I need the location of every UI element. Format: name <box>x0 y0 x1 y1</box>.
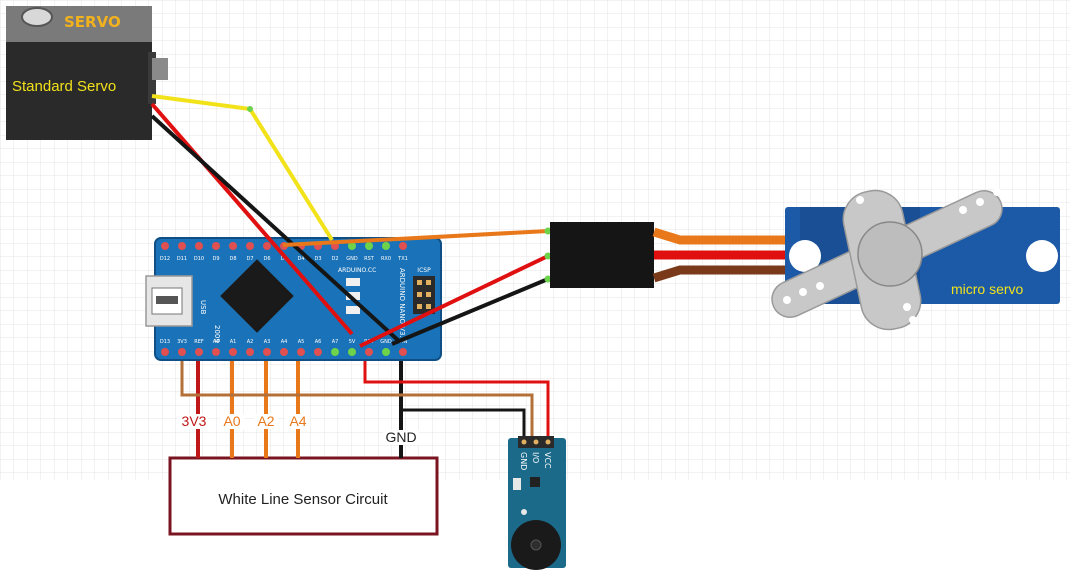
wire-label-gnd: GND <box>385 429 416 445</box>
top-pin <box>365 242 373 250</box>
top-pin <box>263 242 271 250</box>
top-pin <box>348 242 356 250</box>
top-pin-label: D10 <box>194 256 204 262</box>
sensor-wires <box>196 346 403 458</box>
standard-servo-label: Standard Servo <box>12 78 116 95</box>
servo-wires <box>150 94 552 348</box>
bottom-pin-label: REF <box>194 339 204 345</box>
top-pin <box>229 242 237 250</box>
bottom-pin-label: A2 <box>247 339 254 345</box>
bottom-pin-label: A3 <box>264 339 271 345</box>
bottom-pin <box>212 348 220 356</box>
mount-hole <box>1026 240 1058 272</box>
bottom-pin-label: A4 <box>281 339 288 345</box>
arduino-bottom-header <box>161 348 407 356</box>
standard-servo-brand: SERVO <box>64 13 121 31</box>
bottom-pin <box>314 348 322 356</box>
sensor-box-label: White Line Sensor Circuit <box>218 491 388 508</box>
wire-label-a4: A4 <box>289 413 306 429</box>
bottom-pin <box>382 348 390 356</box>
bottom-pin <box>331 348 339 356</box>
model-label: ARDUINO NANO V3.0 <box>398 268 406 342</box>
top-pin <box>246 242 254 250</box>
standard-servo: SERVO Standard Servo <box>6 6 168 140</box>
top-pin <box>161 242 169 250</box>
usb-label: USB <box>199 300 207 315</box>
top-pin-label: D9 <box>212 256 219 262</box>
bottom-pin-label: A6 <box>315 339 322 345</box>
bottom-pin-label: GND <box>380 339 392 345</box>
top-pin-label: D5 <box>280 256 287 262</box>
bottom-pin <box>178 348 186 356</box>
buzzer-module: GND I/O VCC <box>508 436 566 570</box>
top-pin-label: D4 <box>297 256 304 262</box>
wire-label-a0: A0 <box>223 413 240 429</box>
standard-servo-tab <box>152 58 168 80</box>
servo-connector <box>550 222 654 288</box>
buzzer-pin-io: I/O <box>531 452 540 463</box>
led-rx <box>346 292 360 300</box>
top-pin-label: GND <box>346 256 358 262</box>
top-pin-label: TX1 <box>397 256 408 262</box>
bottom-pin <box>195 348 203 356</box>
bottom-pin <box>297 348 305 356</box>
bottom-pin <box>365 348 373 356</box>
bottom-pin-label: A1 <box>230 339 237 345</box>
wire-label-3v3: 3V3 <box>182 413 207 429</box>
buzzer-pin-gnd: GND <box>519 452 528 470</box>
micro-servo-label: micro servo <box>951 281 1024 297</box>
led-tx <box>346 278 360 286</box>
led-pwr <box>346 306 360 314</box>
arduino-top-labels: D12 D11 D10 D9 D8 D7 D6 D5 D4 D3 D2 GND RST RX0 TX1 <box>160 256 408 262</box>
bottom-pin <box>246 348 254 356</box>
bottom-pin-label: 3V3 <box>177 339 187 345</box>
bottom-pin <box>263 348 271 356</box>
top-pin-label: D12 <box>160 256 170 262</box>
top-pin <box>212 242 220 250</box>
icsp-label: ICSP <box>417 267 431 274</box>
top-pin-label: D6 <box>263 256 270 262</box>
top-pin-label: RX0 <box>381 256 391 262</box>
top-pin-label: D2 <box>331 256 338 262</box>
bottom-pin <box>399 348 407 356</box>
top-pin <box>382 242 390 250</box>
micro-servo: micro servo <box>771 188 1060 331</box>
buzzer-pin-vcc: VCC <box>543 452 552 469</box>
bottom-pin-label: 5V <box>349 339 356 345</box>
bottom-pin-label: D13 <box>160 339 170 345</box>
bottom-pin-label: VIN <box>399 339 408 345</box>
servo-horn-icon <box>21 7 53 27</box>
year-label: 2009 <box>213 325 221 343</box>
top-pin <box>195 242 203 250</box>
site-label: ARDUINO.CC <box>338 267 376 274</box>
top-pin-label: D7 <box>246 256 253 262</box>
micro-servo-ribbon <box>652 227 820 283</box>
white-line-sensor-box <box>168 456 439 536</box>
bottom-pin <box>280 348 288 356</box>
bottom-pin <box>348 348 356 356</box>
top-pin-label: RST <box>364 256 375 262</box>
servo-horn <box>771 188 1003 331</box>
bottom-pin-label: A0 <box>213 339 220 345</box>
top-pin-label: D3 <box>314 256 321 262</box>
top-pin <box>178 242 186 250</box>
wire-label-a2: A2 <box>257 413 274 429</box>
icsp-header <box>413 276 435 314</box>
bottom-pin <box>161 348 169 356</box>
top-pin-label: D8 <box>229 256 236 262</box>
top-pin <box>399 242 407 250</box>
atmega-chip <box>220 259 294 333</box>
bottom-pin-label: A7 <box>332 339 339 345</box>
bottom-pin-label: A5 <box>298 339 305 345</box>
bottom-pin <box>229 348 237 356</box>
top-pin-label: D11 <box>177 256 187 262</box>
